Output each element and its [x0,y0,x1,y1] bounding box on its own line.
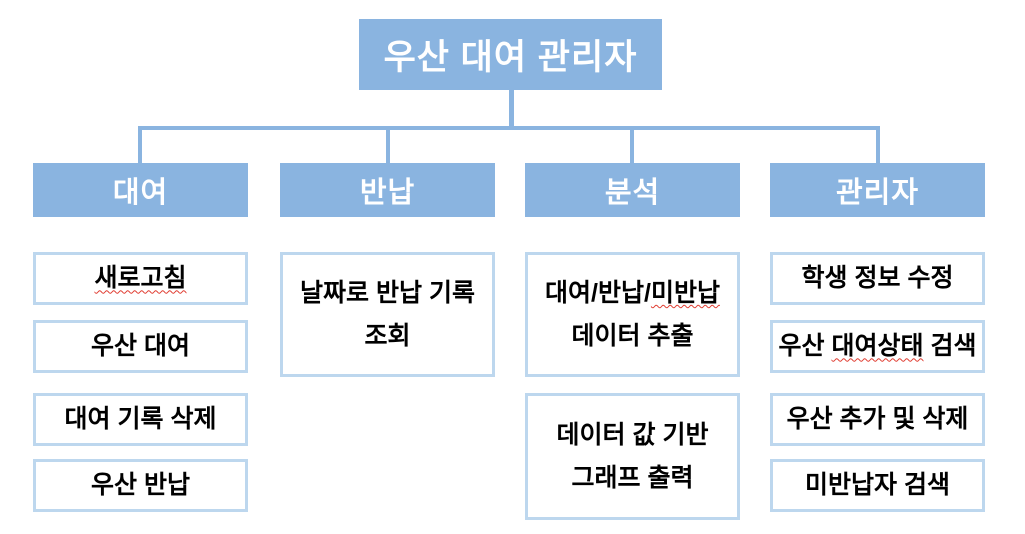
leaf-edit-student-info-label: 학생 정보 수정 [801,264,954,293]
branch-header-return-label: 반납 [359,177,416,209]
connector-root-stub [509,90,514,130]
leaf-search-non-returners: 미반납자 검색 [770,459,985,512]
connector-horizontal [138,126,880,130]
root-node-label: 우산 대여 관리자 [383,38,638,77]
branch-header-return: 반납 [280,163,495,217]
leaf-refresh: 새로고침 [33,252,248,305]
leaf-return-records-by-date-line2: 조회 [364,321,411,350]
branch-header-rental: 대여 [33,163,248,217]
leaf-umbrella-rental: 우산 대여 [33,320,248,373]
connector-stub-rental [138,126,142,163]
leaf-refresh-label: 새로고침 [94,264,187,293]
leaf-graph-output-line1: 데이터 값 기반 [556,421,709,449]
root-node: 우산 대여 관리자 [359,19,662,90]
leaf-umbrella-rental-label: 우산 대여 [91,332,190,361]
leaf-search-rental-status: 우산 대여상태 검색 [770,320,985,373]
leaf-data-extraction-line2: 데이터 추출 [571,321,694,350]
leaf-data-extraction: 대여/반납/미반납 데이터 추출 [525,252,740,377]
leaf-search-rental-status-misspelled: 대여상태 [831,332,924,361]
leaf-umbrella-return-label: 우산 반납 [91,471,190,500]
leaf-data-extraction-line1: 대여/반납/미반납 [545,272,720,315]
connector-stub-analysis [630,126,634,163]
leaf-data-extraction-line1-misspelled: 미반납 [650,279,720,307]
leaf-graph-output-line2: 그래프 출력 [571,463,694,492]
branch-header-rental-label: 대여 [112,177,169,209]
leaf-return-records-by-date-line1: 날짜로 반납 기록 [300,279,475,307]
leaf-search-rental-status-suffix: 검색 [923,332,977,361]
leaf-umbrella-return: 우산 반납 [33,459,248,512]
branch-header-admin: 관리자 [770,163,985,217]
leaf-delete-rental-record-label: 대여 기록 삭제 [64,405,217,434]
leaf-delete-rental-record: 대여 기록 삭제 [33,393,248,446]
leaf-search-rental-status-prefix: 우산 [778,332,832,361]
leaf-search-non-returners-label: 미반납자 검색 [805,471,950,500]
connector-stub-admin [876,126,880,163]
leaf-add-delete-umbrella: 우산 추가 및 삭제 [770,393,985,446]
leaf-edit-student-info: 학생 정보 수정 [770,252,985,305]
leaf-search-rental-status-label: 우산 대여상태 검색 [779,325,977,368]
branch-header-admin-label: 관리자 [835,177,920,209]
leaf-data-extraction-line1-prefix: 대여/반납/ [545,279,651,307]
leaf-return-records-by-date: 날짜로 반납 기록 조회 [280,252,495,377]
branch-header-analysis: 분석 [525,163,740,217]
leaf-graph-output: 데이터 값 기반 그래프 출력 [525,393,740,520]
connector-stub-return [386,126,390,163]
branch-header-analysis-label: 분석 [604,177,661,209]
leaf-add-delete-umbrella-label: 우산 추가 및 삭제 [786,405,969,434]
